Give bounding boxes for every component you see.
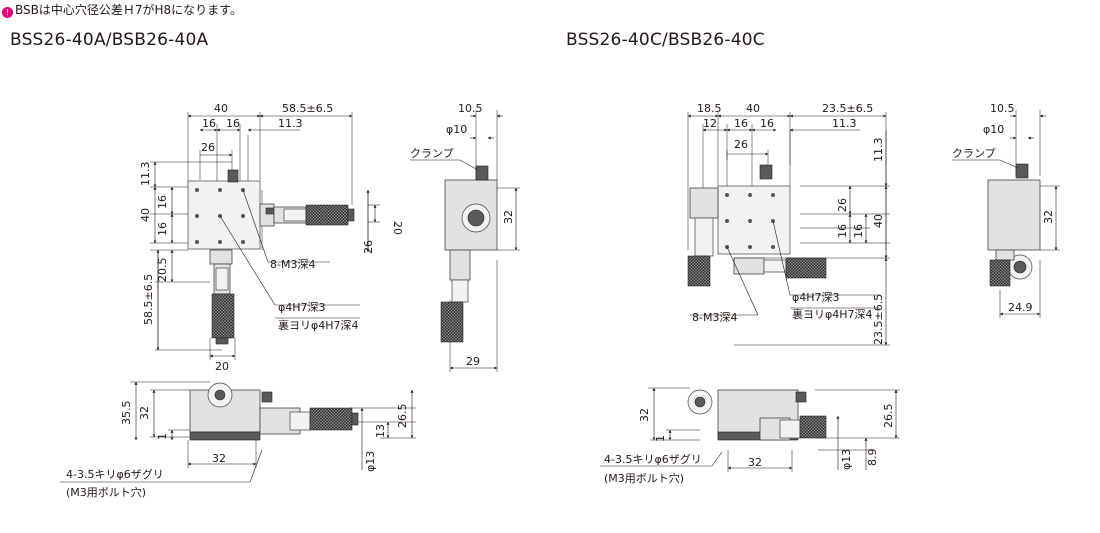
left-side-dim-29: 29 bbox=[466, 355, 480, 368]
left-front-dim-13: 13 bbox=[374, 424, 387, 438]
right-top-dim-16a: 16 bbox=[734, 117, 748, 130]
right-front-dim-8-9: 8.9 bbox=[866, 449, 879, 467]
left-top-dim-26-h: 26 bbox=[201, 141, 215, 154]
left-side-view: 10.5 φ10 32 29 クランプ bbox=[410, 102, 520, 372]
tolerance-note-text: BSBは中心穴径公差Ｈ7がH8になります。 bbox=[15, 3, 242, 17]
right-top-dim-18-5: 18.5 bbox=[697, 102, 722, 115]
left-front-dim-32: 32 bbox=[138, 406, 151, 420]
left-top-dim-16a: 16 bbox=[202, 117, 216, 130]
right-top-dim-travel: 23.5±6.5 bbox=[822, 102, 873, 115]
right-side-callout-clamp: クランプ bbox=[952, 147, 996, 160]
left-top-dim-40-v: 40 bbox=[139, 208, 152, 222]
left-top-stage-table bbox=[187, 180, 261, 250]
right-top-callout-back-pin-hole: 裏ヨリφ4H7深4 bbox=[792, 307, 873, 321]
right-top-stage-table bbox=[717, 185, 791, 255]
right-side-view: 10.5 φ10 32 24.9 クランプ bbox=[952, 102, 1060, 318]
right-side-dim-32: 32 bbox=[1042, 210, 1055, 224]
left-top-view: 40 58.5±6.5 16 16 11.3 26 11.3 40 16 16 … bbox=[139, 102, 404, 373]
right-side-micrometer bbox=[989, 259, 1011, 287]
right-top-micrometer-left bbox=[687, 187, 719, 287]
right-side-dim-phi10: φ10 bbox=[983, 123, 1004, 136]
left-top-dim-travel: 58.5±6.5 bbox=[282, 102, 333, 115]
right-top-dim-16-v-a: 16 bbox=[836, 224, 849, 238]
right-front-dim-32-h: 32 bbox=[748, 456, 762, 469]
left-front-dim-32-h: 32 bbox=[212, 452, 226, 465]
right-front-callout-bolt-holes: 4-3.5キリφ6ザグリ bbox=[604, 452, 702, 466]
left-front-dim-35-5: 35.5 bbox=[120, 401, 133, 426]
left-top-micrometer-x bbox=[259, 203, 355, 227]
tolerance-note: !BSBは中心穴径公差Ｈ7がH8になります。 bbox=[2, 3, 242, 18]
left-front-callout-m3-bolt: (M3用ボルト穴) bbox=[66, 485, 146, 499]
right-top-callout-pin-hole: φ4H7深3 bbox=[792, 291, 840, 304]
left-front-callout-bolt-holes: 4-3.5キリφ6ザグリ bbox=[66, 467, 164, 481]
right-top-clamp bbox=[759, 164, 773, 180]
left-model-title: BSS26-40A/BSB26-40A bbox=[10, 30, 209, 50]
right-top-dim-11-3-h: 11.3 bbox=[832, 117, 857, 130]
left-side-dim-10-5: 10.5 bbox=[458, 102, 483, 115]
left-front-dim-phi13: φ13 bbox=[364, 451, 377, 472]
right-top-dim-26-h: 26 bbox=[734, 138, 748, 151]
right-front-dim-26-5: 26.5 bbox=[882, 404, 895, 429]
left-front-micrometer bbox=[309, 407, 353, 431]
left-top-dim-16b: 16 bbox=[226, 117, 240, 130]
right-top-dim-travel-y: 23.5±6.5 bbox=[872, 294, 885, 345]
left-top-dim-20-h: 20 bbox=[215, 360, 229, 373]
right-top-dim-40-v: 40 bbox=[872, 214, 885, 228]
left-top-callout-back-pin-hole: 裏ヨリφ4H7深4 bbox=[278, 318, 359, 332]
left-top-dim-16-v-b: 16 bbox=[156, 222, 169, 236]
right-model-title: BSS26-40C/BSB26-40C bbox=[566, 30, 765, 50]
right-side-stage bbox=[987, 179, 1041, 251]
left-top-callout-m3: 8-M3深4 bbox=[270, 258, 315, 271]
right-top-dim-11-3-v: 11.3 bbox=[872, 138, 885, 163]
left-side-clamp bbox=[475, 165, 489, 181]
right-front-dim-1: 1 bbox=[654, 435, 667, 442]
right-front-dim-phi13: φ13 bbox=[840, 449, 853, 470]
right-top-callout-m3: 8-M3深4 bbox=[692, 311, 737, 324]
right-top-dim-16b: 16 bbox=[760, 117, 774, 130]
left-top-dim-11-3-h: 11.3 bbox=[278, 117, 303, 130]
right-top-micrometer-bottom bbox=[733, 257, 827, 279]
right-front-callout-m3-bolt: (M3用ボルト穴) bbox=[604, 471, 684, 485]
right-front-view: 32 1 26.5 φ13 8.9 32 4-3.5キリφ6ザグリ (M3用ボル… bbox=[600, 387, 900, 485]
right-top-view: 18.5 40 23.5±6.5 12 16 16 11.3 26 11.3 2… bbox=[687, 102, 890, 346]
right-top-dim-16-v-b: 16 bbox=[852, 224, 865, 238]
notice-icon: ! bbox=[2, 7, 13, 18]
right-side-dim-24-9: 24.9 bbox=[1008, 301, 1033, 314]
right-front-dim-32: 32 bbox=[638, 408, 651, 422]
right-top-dim-width-40: 40 bbox=[746, 102, 760, 115]
right-top-dim-12: 12 bbox=[703, 117, 717, 130]
left-top-dim-16-v-a: 16 bbox=[156, 195, 169, 209]
left-side-callout-clamp: クランプ bbox=[410, 147, 454, 160]
left-side-dim-phi10: φ10 bbox=[446, 123, 467, 136]
left-top-clamp bbox=[227, 169, 239, 183]
left-side-micrometer bbox=[440, 301, 464, 343]
left-top-dim-20-5: 20.5 bbox=[156, 258, 169, 283]
right-front-micrometer bbox=[799, 415, 827, 439]
left-front-view: 35.5 32 1 26.5 13 32 φ13 4-3.5キリφ6ザグリ (M… bbox=[60, 381, 416, 499]
left-front-dim-26-5: 26.5 bbox=[396, 404, 409, 429]
left-side-dim-32: 32 bbox=[502, 210, 515, 224]
left-top-micrometer-y bbox=[209, 249, 235, 345]
left-top-dim-20-v: 20 bbox=[391, 221, 404, 235]
right-side-clamp bbox=[1015, 163, 1029, 179]
left-front-dim-1: 1 bbox=[156, 433, 169, 440]
left-top-dim-26-v: 26 bbox=[362, 240, 375, 254]
left-top-dim-width-40: 40 bbox=[214, 102, 228, 115]
left-top-dim-11-3-v: 11.3 bbox=[139, 162, 152, 187]
right-side-dim-10-5: 10.5 bbox=[990, 102, 1015, 115]
left-top-dim-travel-y: 58.5±6.5 bbox=[142, 274, 155, 325]
right-top-dim-26-v: 26 bbox=[836, 198, 849, 212]
left-top-callout-pin-hole: φ4H7深3 bbox=[278, 301, 326, 314]
